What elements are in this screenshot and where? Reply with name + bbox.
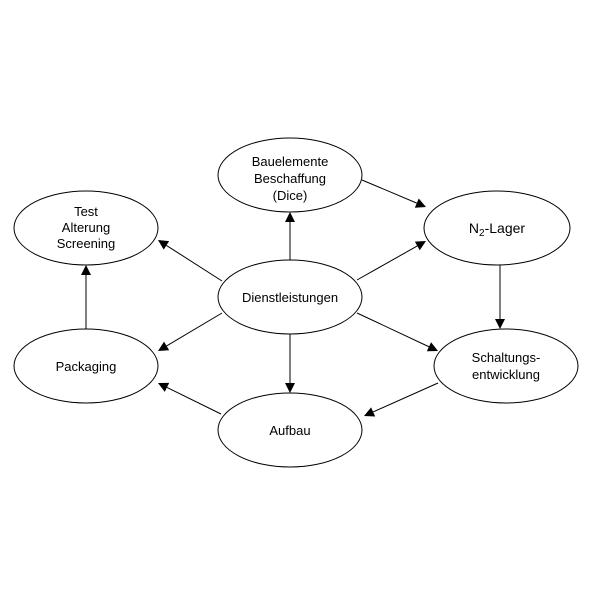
edge-dienstleistungen-to-schaltung [356, 312, 438, 352]
arrowhead-icon [81, 265, 91, 275]
node-test: Test Alterung Screening [13, 190, 159, 266]
node-packaging-label: Packaging [56, 359, 117, 374]
node-test-line-2: Alterung [62, 220, 110, 235]
edge-dienstleistungen-to-n2lager [356, 241, 426, 281]
edge-dienstleistungen-to-bauelemente [285, 212, 295, 262]
edge-line [166, 312, 223, 347]
arrowhead-icon [414, 241, 426, 251]
node-bauelemente: Bauelemente Beschaffung (Dice) [217, 137, 363, 213]
arrowhead-icon [158, 382, 170, 392]
node-dienstleistungen-label: Dienstleistungen [242, 290, 338, 305]
edge-dienstleistungen-to-packaging [158, 312, 223, 351]
edge-line [372, 382, 439, 413]
edge-dienstleistungen-to-test [158, 240, 223, 282]
node-dienstleistungen: Dienstleistungen [217, 259, 363, 335]
edge-schaltung-to-aufbau [364, 382, 439, 417]
arrowhead-icon [414, 198, 426, 208]
node-schaltungsentwicklung-line-2: entwicklung [472, 367, 540, 382]
edge-aufbau-to-packaging [158, 382, 222, 415]
node-bauelemente-line-2: Beschaffung [254, 171, 326, 186]
edge-bauelemente-to-n2lager [361, 179, 426, 208]
edge-line [361, 179, 417, 204]
edge-line [356, 312, 430, 348]
arrowhead-icon [426, 342, 438, 352]
node-test-line-3: Screening [57, 236, 116, 251]
edge-packaging-to-test [81, 265, 91, 329]
node-schaltungsentwicklung-line-1: Schaltungs- [472, 350, 541, 365]
edge-line [166, 386, 222, 415]
arrowhead-icon [285, 212, 295, 222]
arrowhead-icon [158, 341, 170, 351]
node-bauelemente-line-1: Bauelemente [252, 154, 329, 169]
arrowhead-icon [285, 383, 295, 393]
node-packaging: Packaging [13, 328, 159, 404]
arrowhead-icon [495, 319, 505, 329]
node-n2-lager-label: N2-Lager [469, 220, 525, 239]
edge-line [166, 244, 223, 282]
edge-line [356, 245, 418, 281]
node-schaltungsentwicklung: Schaltungs- entwicklung [433, 328, 579, 404]
node-aufbau: Aufbau [217, 392, 363, 468]
node-aufbau-label: Aufbau [269, 423, 310, 438]
node-bauelemente-line-3: (Dice) [273, 188, 308, 203]
node-test-line-1: Test [74, 204, 98, 219]
edge-dienstleistungen-to-aufbau [285, 334, 295, 393]
node-n2-lager: N2-Lager [423, 190, 571, 266]
edge-n2lager-to-schaltung [495, 265, 505, 329]
arrowhead-icon [158, 240, 170, 250]
arrowhead-icon [364, 407, 376, 417]
